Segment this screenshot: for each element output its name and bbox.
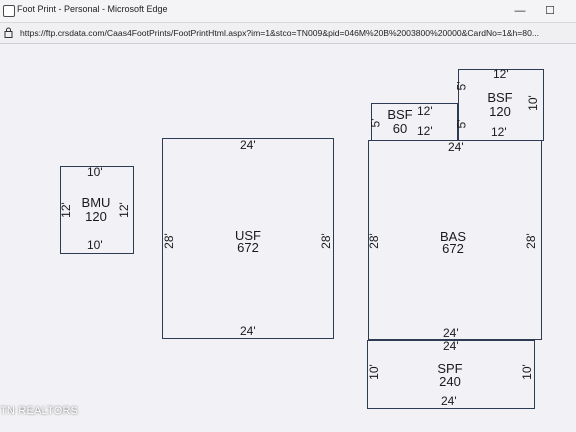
window-title: Foot Print - Personal - Microsoft Edge	[17, 4, 168, 14]
bsf-small-left-dimension: 5'	[368, 118, 383, 128]
spf-right-dimension: 10'	[519, 364, 534, 380]
footprint-canvas: 10' 10' 12' 12' BMU 120 24' 24' 28' 28' …	[0, 44, 576, 432]
bsf-big-left-dimension-lower: 5'	[454, 119, 469, 129]
room-bas	[368, 140, 542, 340]
browser-title-bar: Foot Print - Personal - Microsoft Edge —…	[0, 0, 576, 23]
edge-app-icon	[3, 5, 15, 17]
usf-area: 672	[237, 240, 259, 255]
bsf-big-top-dimension: 12'	[493, 67, 509, 81]
spf-left-dimension: 10'	[366, 364, 381, 380]
address-bar[interactable]: https://ftp.crsdata.com/Caas4FootPrints/…	[0, 23, 576, 44]
bmu-top-dimension: 10'	[87, 165, 103, 179]
usf-bottom-dimension: 24'	[240, 324, 256, 338]
bas-top-dimension: 24'	[448, 140, 464, 154]
watermark-text: TN REALTORS	[0, 405, 79, 417]
room-bmu	[60, 166, 134, 254]
maximize-button[interactable]: ☐	[545, 5, 555, 17]
bas-bottom-dimension: 24'	[443, 326, 459, 340]
bmu-name: BMU	[81, 195, 111, 210]
minimize-button[interactable]: —	[514, 5, 526, 17]
spf-area: 240	[439, 374, 461, 389]
spf-name: SPF	[437, 361, 463, 376]
bas-name: BAS	[439, 229, 466, 244]
bas-area: 672	[442, 241, 464, 256]
bsf-big-area: 120	[489, 104, 511, 119]
bas-right-dimension: 28'	[523, 233, 538, 249]
usf-name: USF	[235, 228, 261, 243]
bsf-small-top-dimension: 12'	[417, 104, 433, 118]
url-text[interactable]: https://ftp.crsdata.com/Caas4FootPrints/…	[20, 28, 540, 38]
room-usf	[162, 138, 334, 339]
spf-bottom-dimension: 24'	[441, 394, 457, 408]
bsf-small-bottom-dimension: 12'	[417, 124, 433, 138]
lock-icon	[4, 27, 13, 38]
bsf-big-bottom-dimension: 12'	[491, 125, 507, 139]
bsf-big-right-dimension: 10'	[525, 95, 540, 111]
bmu-right-dimension: 12'	[116, 202, 131, 218]
bsf-small-area: 60	[392, 121, 408, 136]
usf-top-dimension: 24'	[240, 138, 256, 152]
spf-top-dimension: 24'	[443, 339, 459, 353]
usf-right-dimension: 28'	[318, 233, 333, 249]
usf-left-dimension: 28'	[161, 233, 176, 249]
bmu-left-dimension: 12'	[58, 202, 73, 218]
bsf-big-left-dimension: 5'	[454, 81, 469, 91]
bmu-bottom-dimension: 10'	[87, 238, 103, 252]
bas-left-dimension: 28'	[366, 233, 381, 249]
room-spf	[367, 340, 535, 409]
bsf-small-name: BSF	[387, 107, 413, 122]
bmu-area: 120	[85, 209, 107, 224]
bsf-big-name: BSF	[487, 90, 513, 105]
